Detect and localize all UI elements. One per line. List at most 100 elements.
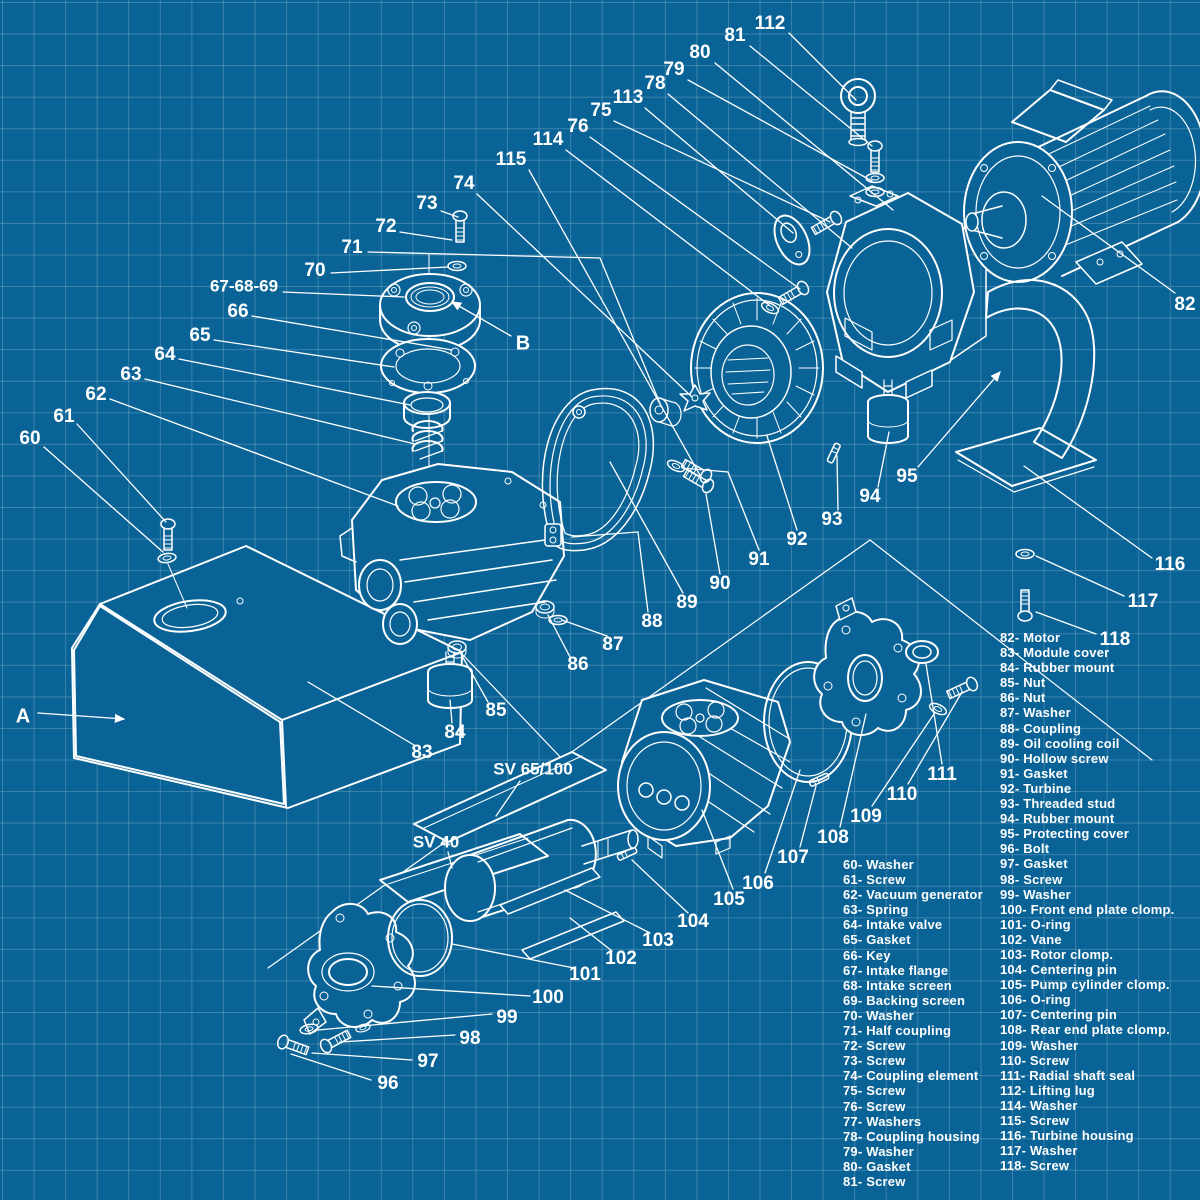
parts-list-item-71: 71- Half coupling bbox=[843, 1023, 952, 1039]
callout-118: 118 bbox=[1100, 629, 1131, 650]
parts-list-item-99: 99- Washer bbox=[1000, 886, 1071, 902]
leader-line-78 bbox=[667, 93, 853, 249]
parts-list-item-65: 65- Gasket bbox=[843, 932, 911, 948]
vane-drawing bbox=[499, 867, 625, 960]
leader-line-97 bbox=[311, 1052, 413, 1061]
intake-flange-stack-drawing bbox=[379, 210, 481, 479]
callout-103: 103 bbox=[642, 930, 674, 951]
parts-list-item-80: 80- Gasket bbox=[843, 1158, 911, 1174]
callout-83: 83 bbox=[411, 742, 432, 763]
gasket-plate-drawing bbox=[773, 214, 811, 266]
callout-92: 92 bbox=[786, 529, 807, 550]
leader-line-81 bbox=[749, 45, 873, 147]
callout-80: 80 bbox=[689, 42, 710, 63]
parts-list-item-86: 86- Nut bbox=[1000, 690, 1046, 706]
parts-list-item-105: 105- Pump cylinder clomp. bbox=[1000, 977, 1170, 993]
parts-list-item-79: 79- Washer bbox=[843, 1143, 914, 1159]
callout-86: 86 bbox=[567, 654, 588, 675]
callout-114: 114 bbox=[533, 129, 564, 150]
parts-list-item-101: 101- O-ring bbox=[1000, 916, 1071, 932]
parts-list-item-64: 64- Intake valve bbox=[843, 917, 943, 933]
leader-line-90 bbox=[705, 493, 721, 575]
leader-line-86 bbox=[547, 614, 571, 658]
callout-102: 102 bbox=[605, 948, 637, 969]
leader-line-88 bbox=[571, 531, 649, 613]
parts-list-item-115: 115- Screw bbox=[1000, 1113, 1070, 1128]
leader-line-75 bbox=[613, 120, 831, 223]
callout-76: 76 bbox=[567, 116, 588, 137]
leader-line-62 bbox=[109, 398, 399, 507]
parts-list-item-91: 91- Gasket bbox=[1000, 765, 1068, 781]
leader-line-103 bbox=[564, 889, 651, 934]
leader-line-107 bbox=[799, 785, 817, 848]
parts-list-item-89: 89- Oil cooling coil bbox=[1000, 735, 1120, 751]
module-cover-drawing bbox=[71, 518, 463, 809]
parts-list-item-74: 74- Coupling element bbox=[843, 1068, 979, 1084]
leader-lines bbox=[37, 32, 1176, 1081]
lifting-lug-drawing bbox=[840, 78, 876, 147]
leader-line-104 bbox=[631, 859, 689, 914]
leader-line-72 bbox=[399, 231, 453, 241]
callout-117: 117 bbox=[1128, 591, 1159, 612]
parts-list-item-107: 107- Centering pin bbox=[1000, 1007, 1118, 1023]
coupling-element-drawing bbox=[649, 384, 711, 427]
parts-list-item-96: 96- Bolt bbox=[1000, 841, 1050, 857]
rotor-drawing bbox=[444, 818, 639, 922]
parts-list-item-112: 112- Lifting lug bbox=[1000, 1082, 1095, 1098]
callout-A: A bbox=[16, 705, 30, 727]
parts-list-item-72: 72- Screw bbox=[843, 1038, 906, 1054]
turbine-housing-drawing bbox=[955, 427, 1097, 493]
parts-list-item-88: 88- Coupling bbox=[1000, 720, 1082, 736]
callout-93: 93 bbox=[821, 509, 842, 530]
callout-100: 100 bbox=[532, 987, 564, 1008]
callout-81: 81 bbox=[724, 25, 746, 46]
leader-line-94 bbox=[877, 431, 890, 488]
callout-96: 96 bbox=[377, 1073, 398, 1094]
bottom-fasteners-drawing bbox=[275, 1021, 372, 1059]
parts-list-item-114: 114- Washer bbox=[1000, 1097, 1078, 1113]
callout-108: 108 bbox=[817, 827, 849, 848]
callout-94: 94 bbox=[859, 486, 881, 507]
parts-list-item-66: 66- Key bbox=[843, 947, 891, 963]
leader-line-108 bbox=[839, 713, 867, 828]
callout-B: B bbox=[516, 332, 530, 354]
coupling-housing-drawing bbox=[773, 140, 987, 399]
callout-63: 63 bbox=[120, 364, 141, 385]
callout-70: 70 bbox=[304, 260, 325, 281]
leader-line-63 bbox=[144, 378, 416, 445]
leader-line-61 bbox=[76, 423, 167, 523]
parts-list-item-117: 117- Washer bbox=[1000, 1143, 1078, 1159]
callout-72: 72 bbox=[375, 216, 396, 237]
o-ring-101-drawing bbox=[387, 899, 453, 977]
callout-104: 104 bbox=[677, 911, 709, 932]
leader-line-74 bbox=[476, 193, 693, 398]
sv65-plate-drawing bbox=[413, 751, 607, 843]
leader-line-100 bbox=[371, 985, 531, 997]
leader-line-106 bbox=[764, 769, 801, 874]
motor-drawing bbox=[963, 79, 1200, 285]
leader-line-79 bbox=[687, 79, 873, 182]
callout-labels: 112818079781137576114115747372717067-68-… bbox=[16, 13, 1196, 1094]
parts-list-item-68: 68- Intake screen bbox=[843, 977, 952, 993]
leader-line-98 bbox=[339, 1034, 456, 1043]
parts-list-item-97: 97- Gasket bbox=[1000, 856, 1068, 872]
leader-line-114 bbox=[565, 149, 770, 306]
parts-list-item-62: 62- Vacuum generator bbox=[843, 887, 983, 903]
leader-line-101 bbox=[451, 943, 575, 969]
leader-line-87 bbox=[561, 619, 608, 637]
leader-line-96 bbox=[290, 1053, 372, 1081]
leader-line-89 bbox=[609, 461, 684, 594]
front-end-plate-drawing bbox=[303, 903, 416, 1035]
parts-list-item-103: 103- Rotor clomp. bbox=[1000, 946, 1114, 962]
callout-101: 101 bbox=[569, 964, 601, 985]
parts-list-item-104: 104- Centering pin bbox=[1000, 962, 1118, 978]
callout-97: 97 bbox=[417, 1051, 438, 1072]
leader-line-84 bbox=[449, 699, 453, 724]
callout-67-68-69: 67-68-69 bbox=[210, 276, 278, 295]
callout-74: 74 bbox=[453, 173, 475, 194]
callout-99: 99 bbox=[496, 1007, 517, 1028]
parts-list-item-95: 95- Protecting cover bbox=[1000, 826, 1129, 842]
